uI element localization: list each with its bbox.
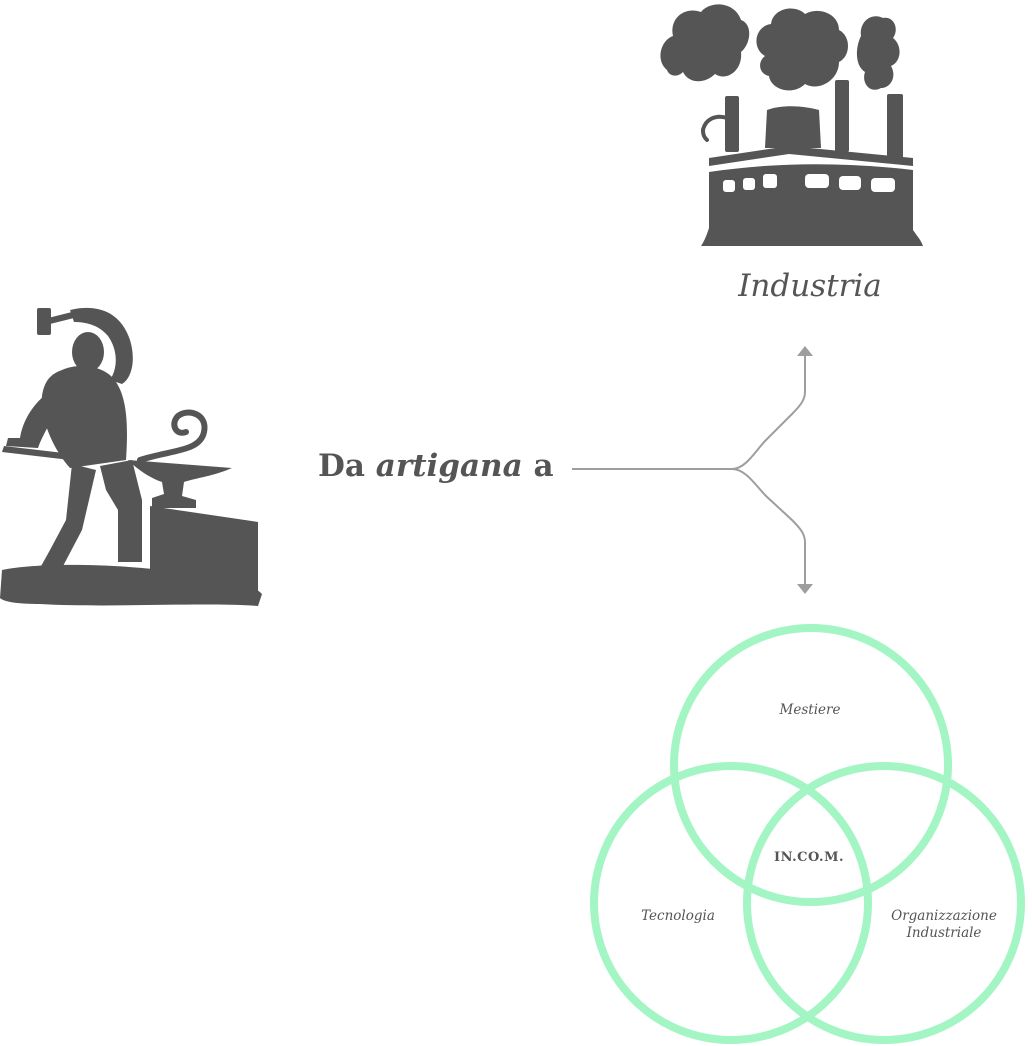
lead-text: Da artigana a bbox=[318, 448, 578, 484]
window bbox=[839, 176, 861, 190]
hammer-head bbox=[37, 308, 51, 335]
venn-label-mestiere: Mestiere bbox=[779, 702, 841, 718]
blacksmith-icon bbox=[0, 307, 262, 606]
chimney-3 bbox=[887, 94, 903, 158]
venn-label-organizzazione: Organizzazione Industriale bbox=[880, 908, 1008, 942]
factory-icon bbox=[660, 4, 923, 246]
connector-branch-down bbox=[731, 468, 806, 584]
building bbox=[701, 164, 923, 246]
tongs bbox=[2, 446, 72, 460]
venn-label-organizzazione-line2: Industriale bbox=[906, 925, 982, 941]
arrowhead-down-icon bbox=[797, 584, 813, 594]
hammer-handle bbox=[48, 312, 74, 324]
smoke-left bbox=[660, 4, 750, 82]
venn-diagram bbox=[590, 624, 1025, 1044]
venn-circle-mestiere bbox=[670, 624, 952, 906]
window bbox=[723, 180, 735, 192]
venn-circle-organizzazione bbox=[743, 762, 1025, 1044]
smoke-middle bbox=[756, 8, 848, 91]
industry-label: Industria bbox=[738, 268, 882, 304]
lead-prefix: Da bbox=[318, 448, 365, 484]
window bbox=[763, 174, 777, 188]
roof bbox=[709, 146, 913, 166]
window bbox=[871, 178, 895, 192]
smith-head bbox=[72, 332, 104, 372]
chimney-2 bbox=[835, 80, 849, 152]
window bbox=[805, 174, 829, 188]
window bbox=[743, 178, 755, 190]
lead-emphasis: artigana bbox=[375, 448, 523, 484]
front-leg bbox=[40, 464, 96, 568]
venn-label-tecnologia: Tecnologia bbox=[641, 908, 715, 924]
spiral-iron bbox=[137, 409, 208, 463]
lead-suffix: a bbox=[533, 448, 554, 484]
hook-pipe bbox=[700, 114, 729, 142]
raised-arm bbox=[70, 307, 133, 384]
stack bbox=[765, 106, 821, 148]
anvil bbox=[128, 460, 232, 508]
venn-center-label: IN.CO.M. bbox=[773, 850, 844, 865]
fork-connector bbox=[572, 346, 813, 594]
chimney-1 bbox=[725, 96, 739, 152]
forward-arm bbox=[6, 396, 58, 448]
arrowhead-up-icon bbox=[797, 346, 813, 356]
back-leg bbox=[100, 460, 142, 562]
smoke-right bbox=[856, 16, 900, 90]
venn-circle-tecnologia bbox=[590, 762, 872, 1044]
venn-label-organizzazione-line1: Organizzazione bbox=[891, 908, 997, 924]
ground bbox=[0, 564, 262, 606]
connector-branch-up bbox=[572, 354, 806, 470]
torso bbox=[41, 366, 127, 468]
